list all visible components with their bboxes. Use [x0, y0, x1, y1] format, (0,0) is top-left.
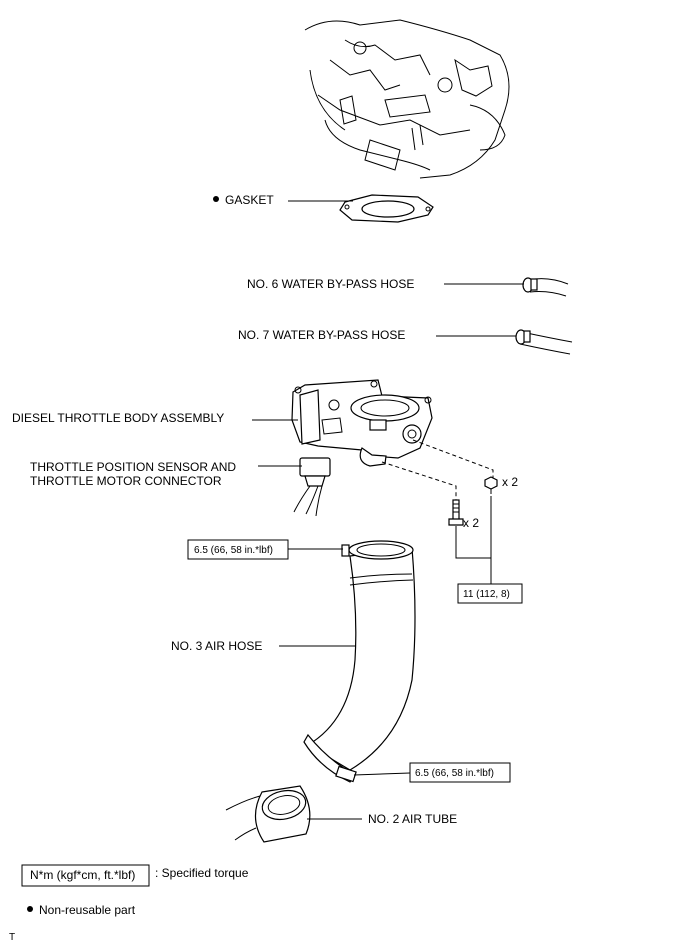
legend-nonreusable-bullet-icon	[27, 906, 33, 912]
footer-code: T	[9, 932, 15, 943]
air-tube-2-illustration	[225, 785, 311, 843]
legend-unit-text: N*m (kgf*cm, ft.*lbf)	[30, 868, 135, 882]
water-bypass-hose-7-illustration	[515, 329, 573, 355]
air-hose-3-label: NO. 3 AIR HOSE	[171, 639, 262, 653]
nut-quantity: x 2	[502, 475, 518, 489]
nut-illustration	[484, 476, 498, 494]
legend-unit-box	[21, 864, 150, 887]
hose-6-label: NO. 6 WATER BY-PASS HOSE	[247, 277, 414, 291]
throttle-body-label: DIESEL THROTTLE BODY ASSEMBLY	[12, 411, 224, 425]
bolts-torque-bracket	[455, 496, 492, 559]
gasket-illustration	[339, 194, 434, 223]
bolts-torque-value: 11 (112, 8)	[463, 589, 510, 600]
nonreusable-bullet-icon	[213, 196, 219, 202]
sensor-connector-label-line1: THROTTLE POSITION SENSOR AND	[30, 460, 236, 474]
clamp-bottom-torque-box	[409, 762, 511, 783]
legend-nonreusable-text: Non-reusable part	[39, 903, 136, 917]
bolts-torque-box	[457, 583, 523, 604]
hose-7-label: NO. 7 WATER BY-PASS HOSE	[238, 328, 405, 342]
clamp-bottom-torque-value: 6.5 (66, 58 in.*lbf)	[415, 768, 494, 779]
sensor-connector-illustration	[293, 457, 331, 517]
bolt-guide-dashed-line	[381, 461, 457, 500]
air-tube-2-label: NO. 2 AIR TUBE	[368, 812, 457, 826]
bolt-quantity: x 2	[463, 516, 479, 530]
water-bypass-hose-6-illustration	[522, 277, 569, 297]
air-hose-3-illustration	[303, 540, 416, 783]
clamp-bottom-torque-leader-line	[353, 772, 411, 776]
throttle-body-illustration	[291, 379, 433, 467]
bolt-illustration	[448, 499, 464, 526]
sensor-connector-label-line2: THROTTLE MOTOR CONNECTOR	[30, 474, 222, 488]
nut-guide-dashed-line	[412, 439, 494, 478]
gasket-label: GASKET	[225, 193, 274, 207]
engine-intake-illustration	[304, 19, 510, 179]
legend-specified-torque: : Specified torque	[155, 866, 249, 880]
clamp-top-torque-value: 6.5 (66, 58 in.*lbf)	[194, 545, 273, 556]
